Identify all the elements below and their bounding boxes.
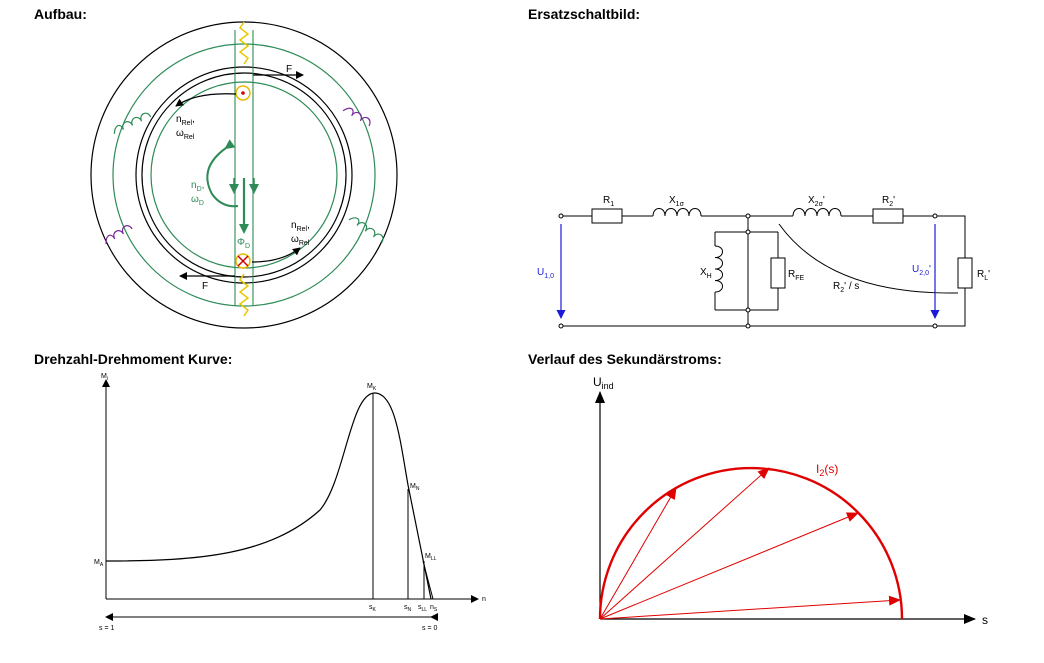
current-vector-2 xyxy=(599,467,770,620)
r2s-curve xyxy=(778,223,959,294)
secondary-current-diagram: Uind s I2(s) xyxy=(593,375,988,627)
n-d-label: nD, xyxy=(191,180,204,193)
terminal-top-right xyxy=(932,213,938,219)
node-mid xyxy=(745,229,751,235)
omega-d-label: ωD xyxy=(191,194,204,207)
node-lower xyxy=(745,307,751,313)
label-rfe: RFE xyxy=(788,269,805,282)
heading-sekundaerstrom: Verlauf des Sekundärstroms: xyxy=(528,351,722,367)
label-sll: sLL xyxy=(418,604,427,613)
label-sn: sN xyxy=(404,604,412,613)
label-mll: MLL xyxy=(425,553,437,562)
current-semicircle xyxy=(598,466,904,620)
label-xh: XH xyxy=(700,267,712,280)
conductor-out-symbol xyxy=(235,85,251,101)
stator-green-ring xyxy=(112,43,376,307)
coil-top-left xyxy=(113,112,152,134)
resistor-r1 xyxy=(591,208,623,224)
node-bottom xyxy=(745,323,751,329)
omega-rel-label-top: ωRel xyxy=(176,128,195,141)
torque-speed-diagram: Mi n MA MK MN MLL sK sN sLL nS s = 1 s =… xyxy=(94,373,486,632)
rotor-rotation-arrow xyxy=(206,139,239,208)
label-ns: nS xyxy=(430,604,438,613)
label-u2: U2,0' xyxy=(912,264,931,277)
circuit-wires xyxy=(561,215,966,327)
conductor-loop xyxy=(234,30,254,306)
label-sk: sK xyxy=(369,604,377,613)
conductor-in-cross xyxy=(237,255,249,267)
force-label-top: F xyxy=(286,64,292,75)
node-top xyxy=(745,213,751,219)
torque-curve xyxy=(105,392,432,600)
inductor-x2 xyxy=(792,208,842,217)
label-s0: s = 0 xyxy=(422,625,437,632)
ml-line xyxy=(422,560,434,600)
label-r2s: R2' / s xyxy=(833,281,859,294)
rel-rotation-arrow-bottom xyxy=(251,247,301,263)
label-r1: R1 xyxy=(603,195,614,208)
circuit-diagram: R1 X1σ X2σ' R2' XH RFE R2' / s U1,0 U2,0… xyxy=(537,195,990,329)
coil-top-right-purple xyxy=(342,107,371,127)
current-vector-1 xyxy=(599,487,677,620)
heading-ersatzschaltbild: Ersatzschaltbild: xyxy=(528,6,641,22)
kurve-x-label: n xyxy=(482,596,486,603)
conductor-in-symbol xyxy=(235,253,251,269)
rotor-inner-ring xyxy=(141,72,347,278)
resistor-rfe xyxy=(770,257,786,289)
current-vector-3 xyxy=(599,512,859,620)
terminal-bottom-left xyxy=(558,323,564,329)
strom-x-label: s xyxy=(982,613,988,627)
coil-bottom-left-purple xyxy=(105,225,133,245)
conductor-out-dot xyxy=(241,91,245,95)
current-vector-4 xyxy=(599,595,901,620)
terminal-bottom-right xyxy=(932,323,938,329)
phi-d-label: ΦD xyxy=(237,237,250,250)
kurve-y-label: Mi xyxy=(101,373,108,382)
inductor-x1 xyxy=(652,208,702,217)
omega-rel-label-bottom: ωRel xyxy=(291,234,310,247)
strom-y-label: Uind xyxy=(593,375,614,391)
coil-bottom-right xyxy=(348,217,384,244)
label-u1: U1,0 xyxy=(537,267,554,280)
label-s1: s = 1 xyxy=(99,625,114,632)
label-mk: MK xyxy=(367,383,377,392)
resistor-r2 xyxy=(872,208,904,224)
heading-drehzahl-kurve: Drehzahl-Drehmoment Kurve: xyxy=(34,351,233,367)
force-label-bottom: F xyxy=(202,281,208,292)
label-rl: RL' xyxy=(977,269,990,282)
label-r2: R2' xyxy=(882,195,895,208)
label-x2: X2σ' xyxy=(808,195,825,208)
heading-aufbau: Aufbau: xyxy=(34,6,87,22)
current-label: I2(s) xyxy=(816,462,838,478)
resistor-rl xyxy=(957,257,973,289)
n-rel-label-bottom: nRel, xyxy=(291,220,310,233)
label-x1: X1σ xyxy=(669,195,685,208)
rel-rotation-arrow-top xyxy=(175,93,237,107)
inductor-xh xyxy=(714,245,723,293)
label-mn: MN xyxy=(410,483,420,492)
shaft-zigzag xyxy=(238,21,250,317)
n-rel-label-top: nRel, xyxy=(176,114,195,127)
terminal-top-left xyxy=(558,213,564,219)
aufbau-diagram: F F nRel, ωRel nRel, ωRel nD, ωD ΦD xyxy=(90,21,398,329)
label-ma: MA xyxy=(94,559,104,568)
